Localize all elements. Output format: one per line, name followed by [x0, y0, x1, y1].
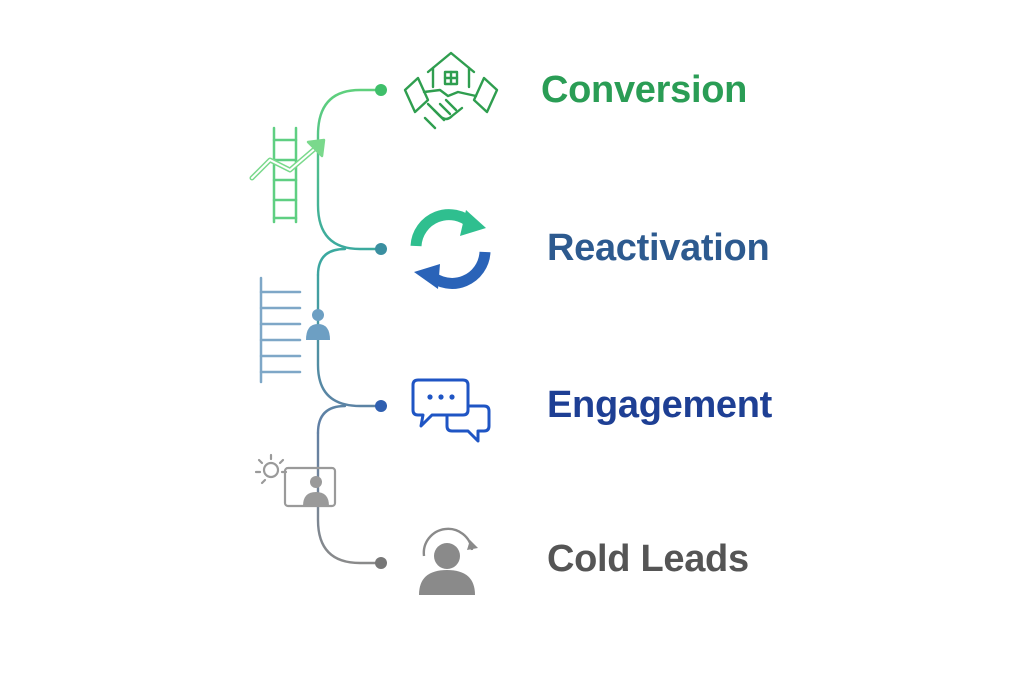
- house-handshake-icon: [403, 51, 499, 130]
- stage-label-conversion: Conversion: [541, 69, 748, 111]
- branch-dot-reactivation: [375, 243, 387, 255]
- branch-dot-engagement: [375, 400, 387, 412]
- stage-label-reactivation: Reactivation: [547, 227, 770, 269]
- ladder-growth-arrow-icon: [249, 126, 326, 224]
- stage-label-engagement: Engagement: [547, 384, 773, 426]
- branch-dot-conversion: [375, 84, 387, 96]
- stage-label-cold-leads: Cold Leads: [547, 538, 749, 580]
- ladder-person-icon: [259, 276, 330, 384]
- user-target-icon: [419, 527, 478, 595]
- refresh-cycle-icon: [410, 209, 491, 289]
- branch-dot-cold-leads: [375, 557, 387, 569]
- idea-presentation-icon: [254, 453, 337, 508]
- chat-bubbles-icon: [411, 378, 491, 443]
- connector-trunk: [316, 88, 382, 565]
